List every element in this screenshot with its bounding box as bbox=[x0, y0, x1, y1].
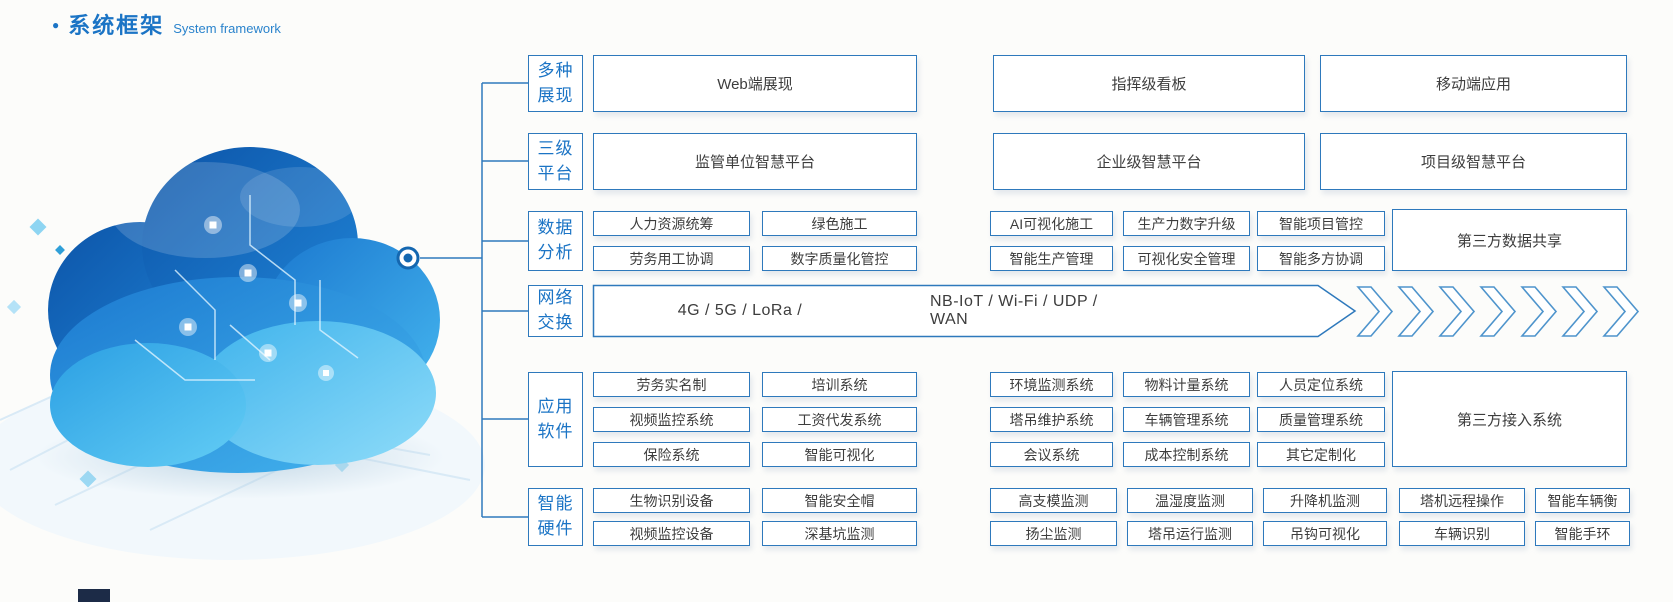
network-protocols-left: 4G / 5G / LoRa / bbox=[677, 302, 803, 319]
cell-box: 劳务用工协调 bbox=[593, 246, 750, 271]
section-label-network: 网络 交换 bbox=[528, 285, 583, 337]
cell-box: 其它定制化 bbox=[1257, 442, 1385, 467]
cell-box: 劳务实名制 bbox=[593, 372, 750, 397]
cell-box: 可视化安全管理 bbox=[1123, 246, 1250, 271]
cell-box: 工资代发系统 bbox=[762, 407, 917, 432]
cell-box: 保险系统 bbox=[593, 442, 750, 467]
cell-box: 绿色施工 bbox=[762, 211, 917, 236]
cell-box: 高支模监测 bbox=[990, 488, 1117, 513]
cell-box: 第三方数据共享 bbox=[1392, 209, 1627, 271]
cell-box: 升降机监测 bbox=[1263, 488, 1387, 513]
cell-box: 深基坑监测 bbox=[762, 521, 917, 546]
cell-box: 培训系统 bbox=[762, 372, 917, 397]
cell-box: 车辆识别 bbox=[1399, 521, 1525, 546]
cell-box: 塔机远程操作 bbox=[1399, 488, 1525, 513]
cell-box: 吊钩可视化 bbox=[1263, 521, 1387, 546]
section-label-data-analysis: 数据 分析 bbox=[528, 211, 583, 271]
cell-box: 数字质量化管控 bbox=[762, 246, 917, 271]
cell-box: 智能多方协调 bbox=[1257, 246, 1385, 271]
cell-box: 企业级智慧平台 bbox=[993, 133, 1305, 190]
section-label-multi-display: 多种 展现 bbox=[528, 55, 583, 112]
cell-box: 生产力数字升级 bbox=[1123, 211, 1250, 236]
title-bullet-icon: ● bbox=[52, 18, 60, 32]
cell-box: 监管单位智慧平台 bbox=[593, 133, 917, 190]
section-label-app-software: 应用 软件 bbox=[528, 372, 583, 467]
cell-box: 塔吊维护系统 bbox=[990, 407, 1113, 432]
cell-box: Web端展现 bbox=[593, 55, 917, 112]
cell-box: 质量管理系统 bbox=[1257, 407, 1385, 432]
cloud-glow-nodes bbox=[179, 216, 334, 381]
cell-box: 智能生产管理 bbox=[990, 246, 1113, 271]
cell-box: 指挥级看板 bbox=[993, 55, 1305, 112]
cell-box: 移动端应用 bbox=[1320, 55, 1627, 112]
section-label-smart-hardware: 智能 硬件 bbox=[528, 488, 583, 546]
cell-box: AI可视化施工 bbox=[990, 211, 1113, 236]
cell-box: 环境监测系统 bbox=[990, 372, 1113, 397]
title-en: System framework bbox=[173, 21, 281, 36]
network-protocols-right: NB-IoT / Wi-Fi / UDP / WAN bbox=[930, 293, 1098, 328]
chevron-right-icons bbox=[1356, 286, 1640, 337]
bottom-edge-fragment bbox=[78, 589, 110, 602]
cell-box: 物料计量系统 bbox=[1123, 372, 1250, 397]
cell-box: 车辆管理系统 bbox=[1123, 407, 1250, 432]
cell-box: 智能安全帽 bbox=[762, 488, 917, 513]
title-zh: 系统框架 bbox=[68, 13, 165, 38]
cell-box: 人员定位系统 bbox=[1257, 372, 1385, 397]
cloud-body bbox=[48, 147, 440, 473]
cell-box: 第三方接入系统 bbox=[1392, 371, 1627, 467]
page-title: ● 系统框架 System framework bbox=[52, 8, 281, 40]
cloud-illustration bbox=[0, 147, 485, 560]
cell-box: 智能项目管控 bbox=[1257, 211, 1385, 236]
cell-box: 生物识别设备 bbox=[593, 488, 750, 513]
cell-box: 项目级智慧平台 bbox=[1320, 133, 1627, 190]
cell-box: 成本控制系统 bbox=[1123, 442, 1250, 467]
cell-box: 温湿度监测 bbox=[1127, 488, 1253, 513]
cell-box: 智能可视化 bbox=[762, 442, 917, 467]
section-label-three-platform: 三级 平台 bbox=[528, 133, 583, 190]
cell-box: 会议系统 bbox=[990, 442, 1113, 467]
cell-box: 塔吊运行监测 bbox=[1127, 521, 1253, 546]
cell-box: 人力资源统筹 bbox=[593, 211, 750, 236]
cell-box: 视频监控系统 bbox=[593, 407, 750, 432]
cell-box: 智能车辆衡 bbox=[1535, 488, 1630, 513]
cell-box: 扬尘监测 bbox=[990, 521, 1117, 546]
cell-box: 智能手环 bbox=[1535, 521, 1630, 546]
cell-box: 视频监控设备 bbox=[593, 521, 750, 546]
